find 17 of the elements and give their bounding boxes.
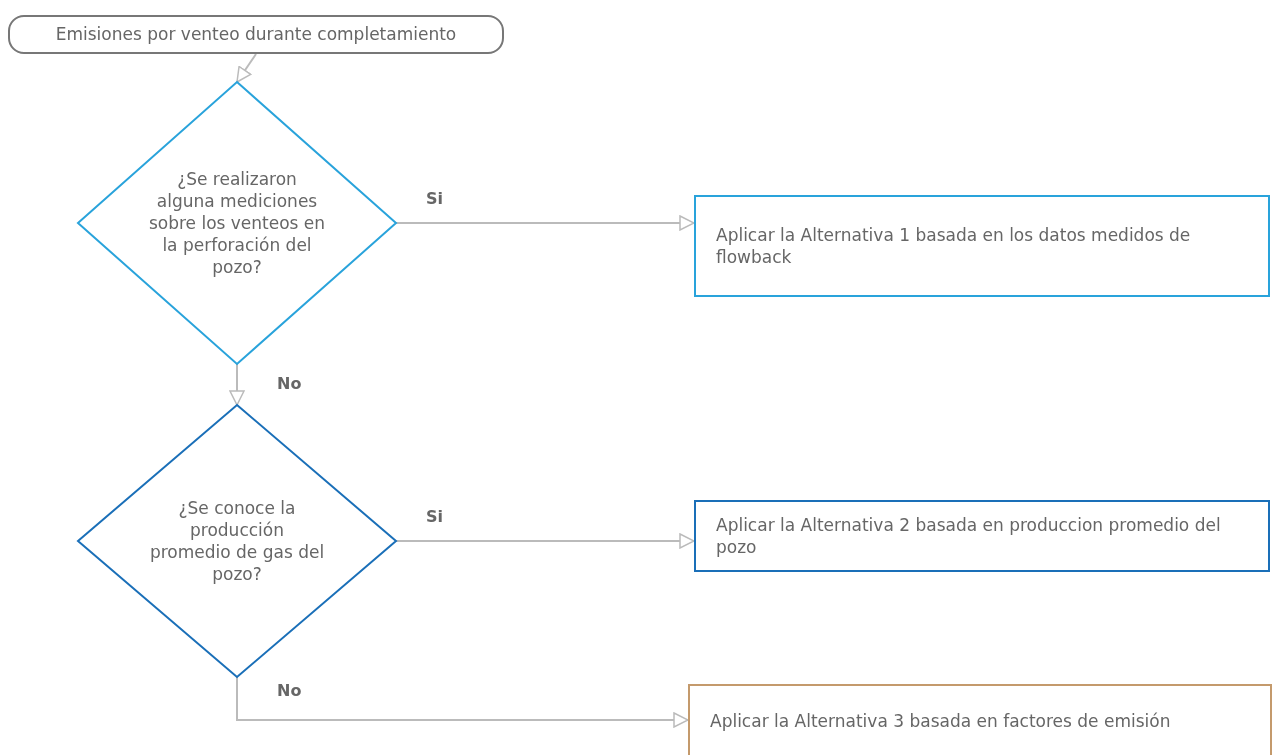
box-text: Aplicar la Alternativa 1 basada en los datos medidos de flowback	[716, 223, 1192, 269]
process-box	[694, 500, 1270, 572]
decision-diamond	[76, 403, 398, 679]
box-text: Emisiones por venteo durante completamiento	[55, 23, 457, 46]
start-box	[8, 15, 504, 54]
arrow	[395, 533, 695, 549]
arrow	[236, 676, 689, 728]
arrow	[236, 53, 257, 83]
decision-diamond	[76, 80, 398, 366]
decision-text: ¿Se conoce la producción promedio de gas del pozo?	[148, 496, 326, 586]
box-text: Aplicar la Alternativa 3 basada en factores de emisión	[710, 709, 1171, 733]
arrow	[229, 363, 245, 406]
arrow	[395, 215, 695, 231]
process-box	[688, 684, 1272, 755]
box-text: Aplicar la Alternativa 2 basada en produccion promedio del pozo	[716, 513, 1222, 559]
decision-text: ¿Se realizaron alguna mediciones sobre los venteos en la perforación del pozo?	[147, 167, 327, 279]
process-box	[694, 195, 1270, 297]
